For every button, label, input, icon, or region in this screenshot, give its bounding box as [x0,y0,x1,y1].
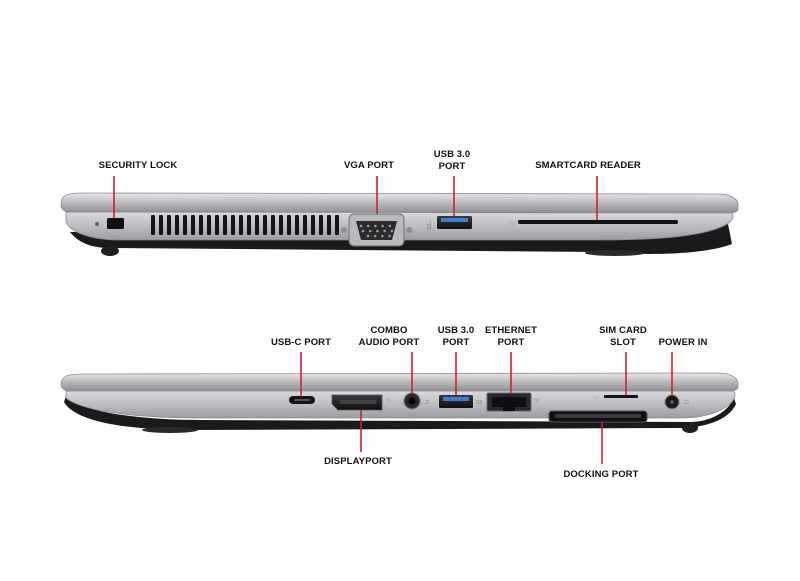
label-combo-audio-port: COMBO AUDIO PORT [358,325,420,348]
label-ethernet-port: ETHERNET PORT [485,325,537,348]
laptop-right-side: ⊃ ♫ SS ▯▯ [60,352,739,464]
vent-slot [263,215,267,235]
vent-slot [215,215,219,235]
vent-slot [199,215,203,235]
vga-port [341,213,412,247]
vga-pin [366,234,370,238]
vent-slot [295,215,299,235]
label-sim-card-slot: SIM CARD SLOT [599,325,647,348]
svg-text:▭: ▭ [594,395,599,401]
vent-slot [279,215,283,235]
vga-pin [374,224,377,228]
callout-lines-top [113,176,598,220]
displayport-port: ⊃ [331,394,391,411]
vga-pin [388,234,391,238]
docking-port [548,410,648,423]
smartcard-reader-slot: ▭ [510,220,678,227]
svg-text:▯▯: ▯▯ [534,398,540,404]
vent-slot [311,215,315,235]
svg-text:SS: SS [476,400,483,406]
vga-pin [390,229,394,233]
vent-slot [335,215,339,235]
vga-pin [376,229,379,233]
label-usbc-port: USB-C PORT [270,337,332,348]
sim-card-slot: ▭ [594,395,638,401]
callout-lines-bottom [300,352,673,464]
vent-slot [223,215,227,235]
label-usb30-port-top: USB 3.0 PORT [433,149,471,172]
vga-pin [388,224,392,228]
vent-slot [239,215,243,235]
svg-text:SS←: SS← [427,218,433,230]
vga-pin [381,234,384,238]
vent-slot [287,215,291,235]
vent-slot [191,215,195,235]
label-usb30-port-bottom: USB 3.0 PORT [437,325,475,348]
vent-slot [207,215,211,235]
vent-slot [175,215,179,235]
vent-slot [271,215,275,235]
security-lock-slot [95,218,124,229]
vga-pin [381,224,384,228]
laptop-foot-right [682,423,698,433]
laptop-left-side: SS← ▭ [60,176,739,256]
laptop-lid [60,192,739,214]
vga-pin [366,224,370,228]
svg-text:⊃: ⊃ [386,398,391,404]
svg-text:♫: ♫ [424,399,429,406]
vent-slot [303,215,307,235]
vent-slot [167,215,171,235]
vga-pin [368,229,372,233]
label-power-in: POWER IN [658,337,708,348]
vent-slot [255,215,259,235]
vent-slot [183,215,187,235]
vent-slot [319,215,323,235]
usb30-port-left: SS← [427,216,472,230]
laptop-lid-right [60,372,739,392]
laptop-foot [101,246,119,256]
label-smartcard-reader: SMARTCARD READER [535,160,641,171]
vent-slot [159,215,163,235]
ethernet-port: ▯▯ [486,392,540,412]
svg-text:⏻: ⏻ [684,399,689,406]
vga-pin [383,229,386,233]
label-vga-port: VGA PORT [343,160,395,171]
label-docking-port: DOCKING PORT [563,469,639,480]
vga-pin [361,229,365,233]
laptop-base-shadow-right [64,396,736,430]
vent-slot [231,215,235,235]
vent-slot [327,215,331,235]
svg-text:▭: ▭ [510,221,516,227]
vent-grill [151,215,339,235]
vga-pin [373,234,377,238]
usb30-port-right: SS [439,395,483,408]
vga-pin [359,224,363,228]
vent-slot [151,215,155,235]
usbc-port [289,396,315,404]
label-security-lock: SECURITY LOCK [98,160,178,171]
vent-slot [247,215,251,235]
label-displayport: DISPLAYPORT [324,456,392,467]
